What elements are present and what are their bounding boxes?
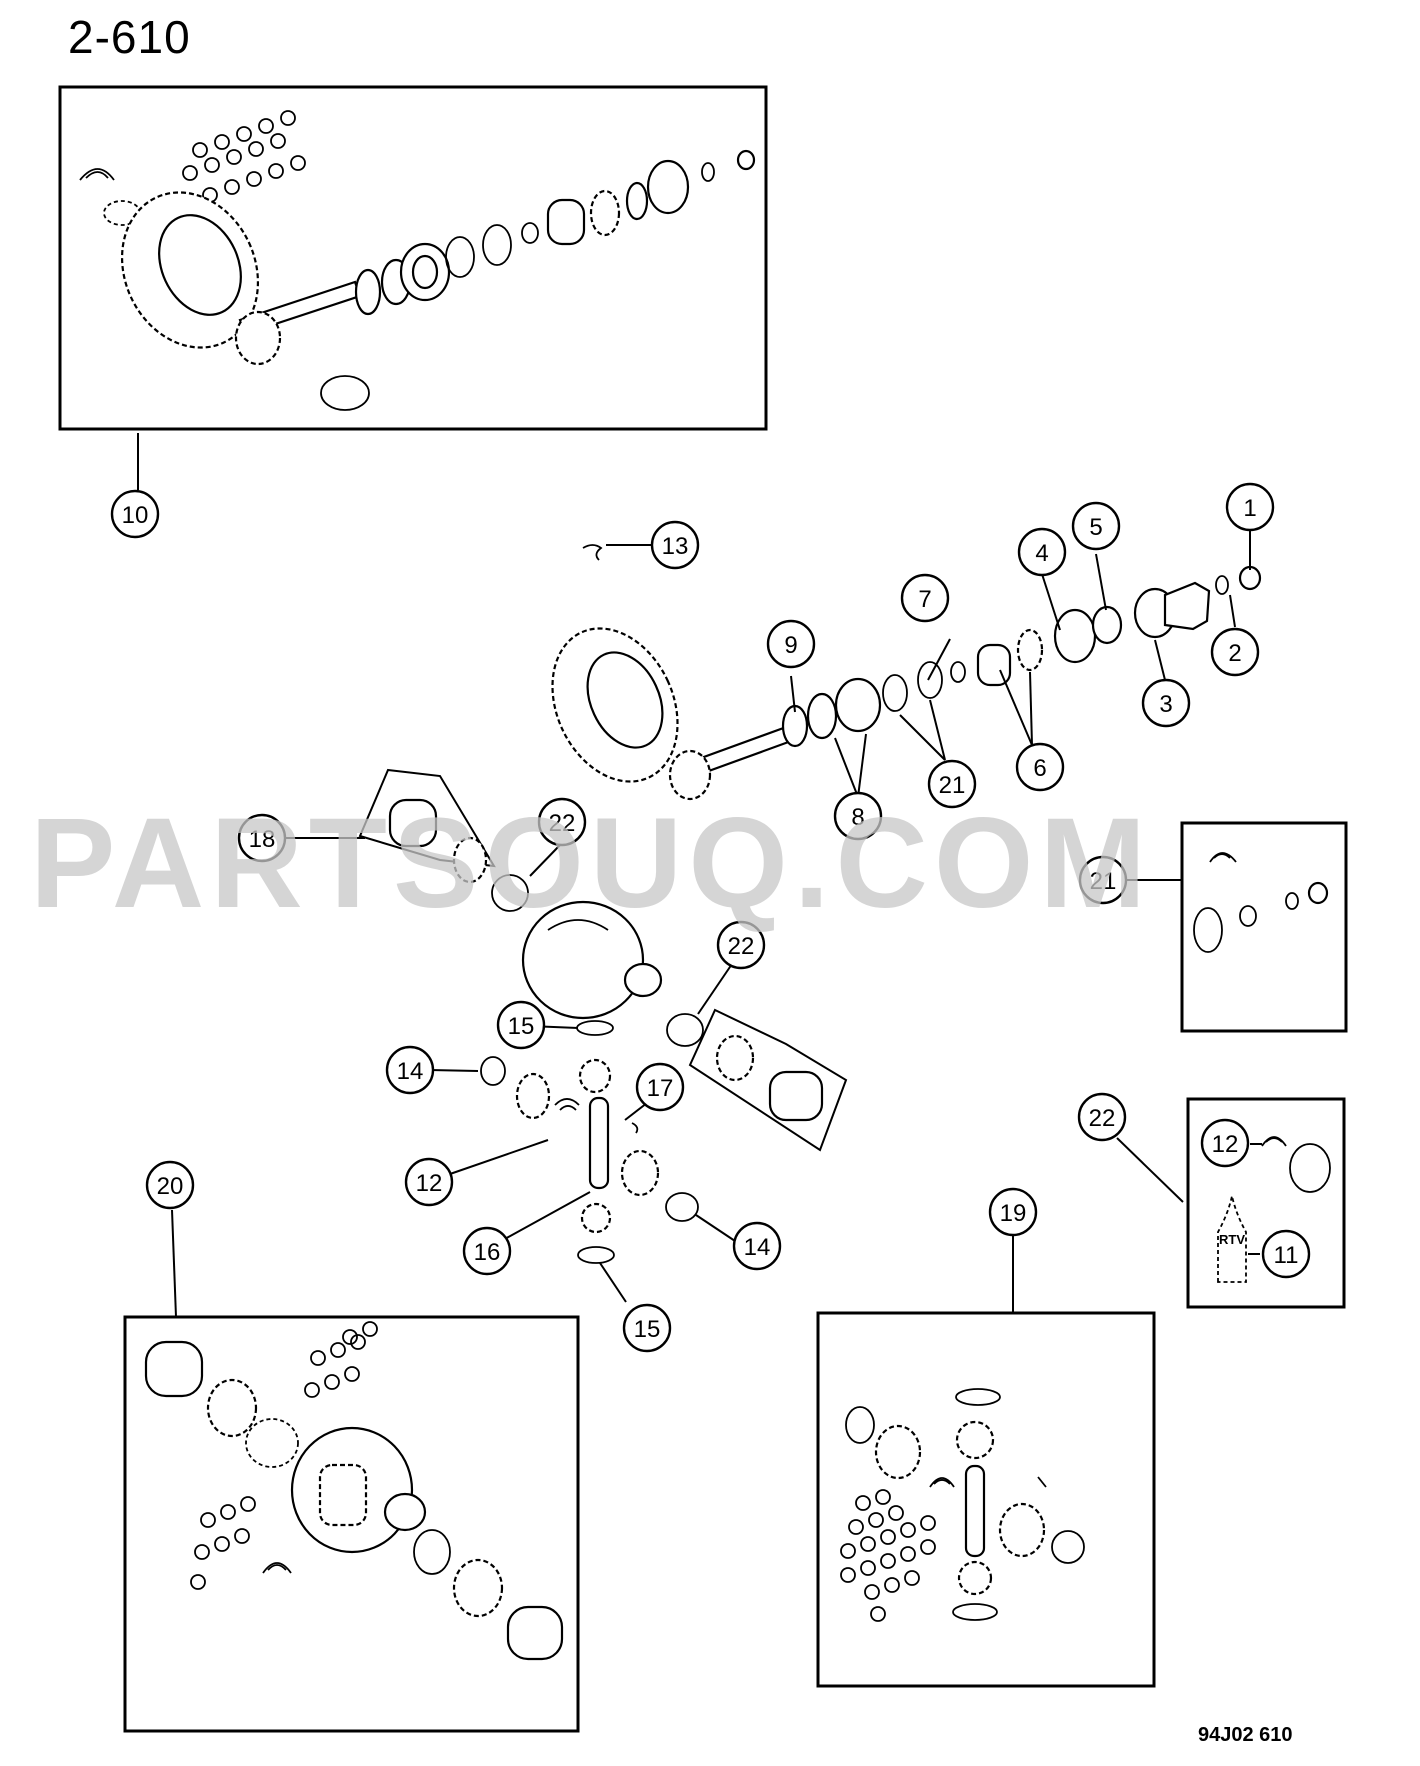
svg-text:11: 11	[1274, 1242, 1299, 1269]
svg-text:6: 6	[1033, 755, 1046, 782]
svg-text:7: 7	[918, 586, 931, 613]
sealant-tube-label: RTV	[1219, 1232, 1245, 1247]
kit-box-spider-gears	[816, 1311, 1156, 1688]
svg-text:10: 10	[122, 502, 149, 529]
callout-bubbles: 1 2 3 4 5 6 7 8 9 10 13 18 22 21 21 22 1…	[110, 482, 1311, 1353]
svg-text:17: 17	[647, 1075, 674, 1102]
callout-21-main: 21	[927, 759, 977, 809]
kit-box-pinion-bearing	[1180, 821, 1348, 1033]
bearing-icon	[834, 677, 882, 733]
svg-text:9: 9	[784, 632, 797, 659]
ring-gear-icon	[551, 627, 679, 783]
svg-text:18: 18	[249, 826, 276, 853]
callout-20: 20	[145, 1160, 195, 1210]
callout-19: 19	[988, 1187, 1038, 1237]
yoke-icon	[1133, 581, 1211, 639]
kit-box-carrier-bearing-left	[358, 768, 529, 912]
svg-text:20: 20	[157, 1173, 184, 1200]
callout-11: 11	[1261, 1229, 1311, 1279]
main-pinion-assembly	[551, 544, 1262, 801]
callout-12-kit: 12	[1200, 1118, 1250, 1168]
svg-text:21: 21	[1090, 868, 1117, 895]
svg-text:21: 21	[939, 772, 966, 799]
callout-15-upper: 15	[496, 1000, 546, 1050]
callout-14-right: 14	[732, 1221, 782, 1271]
pinion-gear-icon	[668, 720, 807, 801]
svg-text:15: 15	[634, 1316, 661, 1343]
callout-4: 4	[1017, 527, 1067, 577]
callout-17: 17	[635, 1062, 685, 1112]
callout-10: 10	[110, 489, 160, 539]
callout-3: 3	[1141, 678, 1191, 728]
callout-16: 16	[462, 1226, 512, 1276]
callout-12-main: 12	[404, 1157, 454, 1207]
svg-text:1: 1	[1243, 495, 1256, 522]
svg-text:15: 15	[508, 1013, 535, 1040]
bearing-icon	[399, 242, 451, 302]
callout-13: 13	[650, 520, 700, 570]
callout-15-lower: 15	[622, 1303, 672, 1353]
ring-gear-icon	[120, 191, 260, 349]
svg-text:13: 13	[662, 533, 689, 560]
callout-21-kit: 21	[1078, 855, 1128, 905]
svg-text:22: 22	[1089, 1105, 1116, 1132]
callout-9: 9	[766, 619, 816, 669]
svg-text:14: 14	[744, 1234, 771, 1261]
svg-text:8: 8	[851, 804, 864, 831]
bolt-icon	[840, 1489, 936, 1622]
svg-text:2: 2	[1228, 640, 1241, 667]
kit-box-sealant: RTV	[1186, 1097, 1346, 1309]
svg-text:3: 3	[1159, 691, 1172, 718]
callout-7: 7	[900, 573, 950, 623]
differential-case-icon	[521, 900, 663, 1020]
callout-8: 8	[833, 791, 883, 841]
callout-18: 18	[237, 813, 287, 863]
callout-22-middle: 22	[716, 920, 766, 970]
bolt-icon	[190, 1321, 378, 1590]
svg-text:22: 22	[728, 933, 755, 960]
svg-text:19: 19	[1000, 1200, 1027, 1227]
callout-1: 1	[1225, 482, 1275, 532]
kit-box-gear-pinion	[58, 85, 768, 490]
leader-lines	[171, 530, 1262, 1318]
svg-text:16: 16	[474, 1239, 501, 1266]
callout-22-upper: 22	[537, 797, 587, 847]
bearing-cup-icon	[546, 198, 586, 246]
svg-text:5: 5	[1089, 514, 1102, 541]
bolt-icon	[182, 110, 306, 203]
bearing-cup-icon	[1053, 608, 1097, 664]
kit-box-carrier-bearing-right	[688, 1008, 848, 1152]
svg-text:12: 12	[416, 1170, 443, 1197]
kit-box-differential-case	[123, 1315, 580, 1733]
callout-14-left: 14	[385, 1045, 435, 1095]
svg-text:12: 12	[1212, 1131, 1239, 1158]
svg-text:4: 4	[1035, 540, 1048, 567]
sealant-tube-icon: RTV	[1217, 1195, 1247, 1283]
differential-case-icon	[290, 1426, 427, 1554]
callout-2: 2	[1210, 627, 1260, 677]
svg-text:14: 14	[397, 1058, 424, 1085]
callout-6: 6	[1015, 742, 1065, 792]
callout-22-kit: 22	[1077, 1092, 1127, 1142]
svg-text:22: 22	[549, 810, 576, 837]
callout-5: 5	[1071, 501, 1121, 551]
page-title: 2-610	[68, 11, 191, 63]
diagram-code: 94J02 610	[1198, 1724, 1293, 1746]
